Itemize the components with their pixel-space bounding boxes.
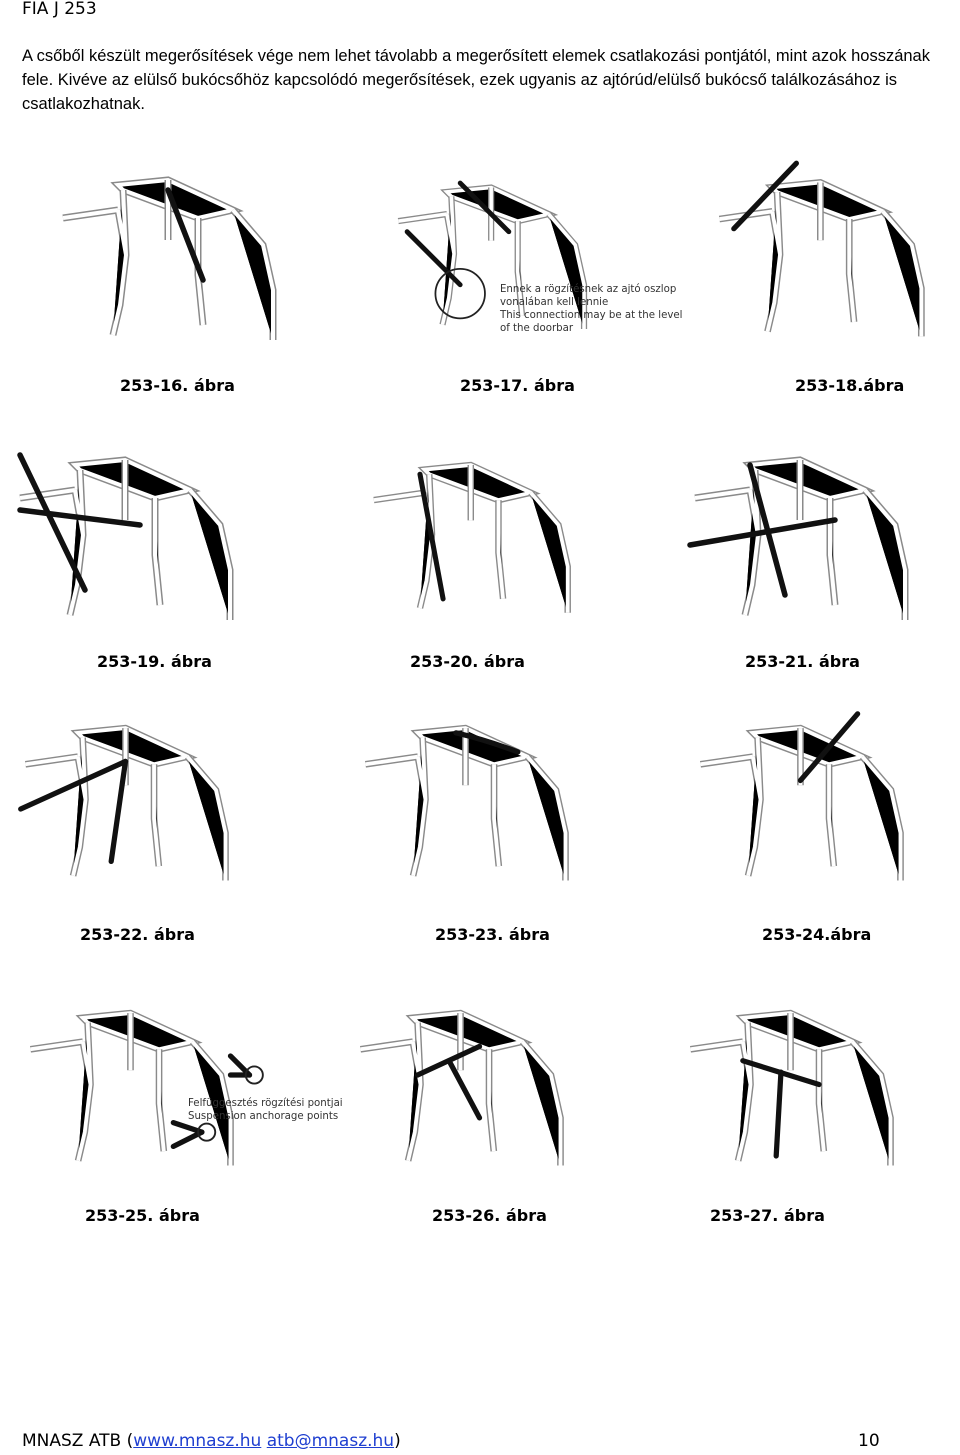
page-number: 10 xyxy=(858,1431,880,1451)
caption-253-27: 253-27. ábra xyxy=(710,1206,825,1225)
figure-253-16 xyxy=(48,140,308,350)
caption-253-23: 253-23. ábra xyxy=(435,925,550,944)
figure-253-27 xyxy=(665,975,935,1175)
figure-253-23 xyxy=(350,690,600,890)
footer-open-paren: ( xyxy=(126,1431,134,1451)
caption-253-24: 253-24.ábra xyxy=(762,925,872,944)
anchorage-circle-lower xyxy=(197,1122,217,1142)
caption-253-22: 253-22. ábra xyxy=(80,925,195,944)
figure-253-17 xyxy=(385,140,615,350)
caption-253-19: 253-19. ábra xyxy=(97,652,212,671)
caption-253-16: 253-16. ábra xyxy=(120,376,235,395)
figure-253-17-annotation: Ennek a rögzítésnek az ajtó oszlop vonal… xyxy=(500,284,683,334)
caption-253-17: 253-17. ábra xyxy=(460,376,575,395)
figure-253-20 xyxy=(360,420,600,630)
figure-253-21 xyxy=(680,420,940,630)
caption-253-20: 253-20. ábra xyxy=(410,652,525,671)
footer-email-link[interactable]: atb@mnasz.hu xyxy=(266,1431,395,1451)
figure-253-18 xyxy=(705,140,955,350)
page-footer: MNASZ ATB (www.mnasz.hu atb@mnasz.hu) xyxy=(22,1431,401,1451)
caption-253-21: 253-21. ábra xyxy=(745,652,860,671)
figure-253-22 xyxy=(5,690,265,890)
footer-website-link[interactable]: www.mnasz.hu xyxy=(133,1431,262,1451)
caption-253-18: 253-18.ábra xyxy=(795,376,905,395)
page-header: FIA J 253 xyxy=(22,0,97,19)
footer-close-paren: ) xyxy=(394,1431,401,1451)
figure-253-25-annotation: Felfüggesztés rögzítési pontjai Suspensi… xyxy=(188,1098,343,1122)
anchorage-circle-upper xyxy=(244,1065,264,1085)
connection-circle xyxy=(434,268,486,320)
figure-253-24 xyxy=(685,690,935,890)
figure-253-26 xyxy=(340,975,600,1175)
figure-253-25 xyxy=(5,975,275,1175)
caption-253-25: 253-25. ábra xyxy=(85,1206,200,1225)
body-paragraph: A csőből készült megerősítések vége nem … xyxy=(22,47,930,113)
footer-org: MNASZ ATB xyxy=(22,1431,122,1451)
caption-253-26: 253-26. ábra xyxy=(432,1206,547,1225)
figure-253-19 xyxy=(5,420,265,630)
